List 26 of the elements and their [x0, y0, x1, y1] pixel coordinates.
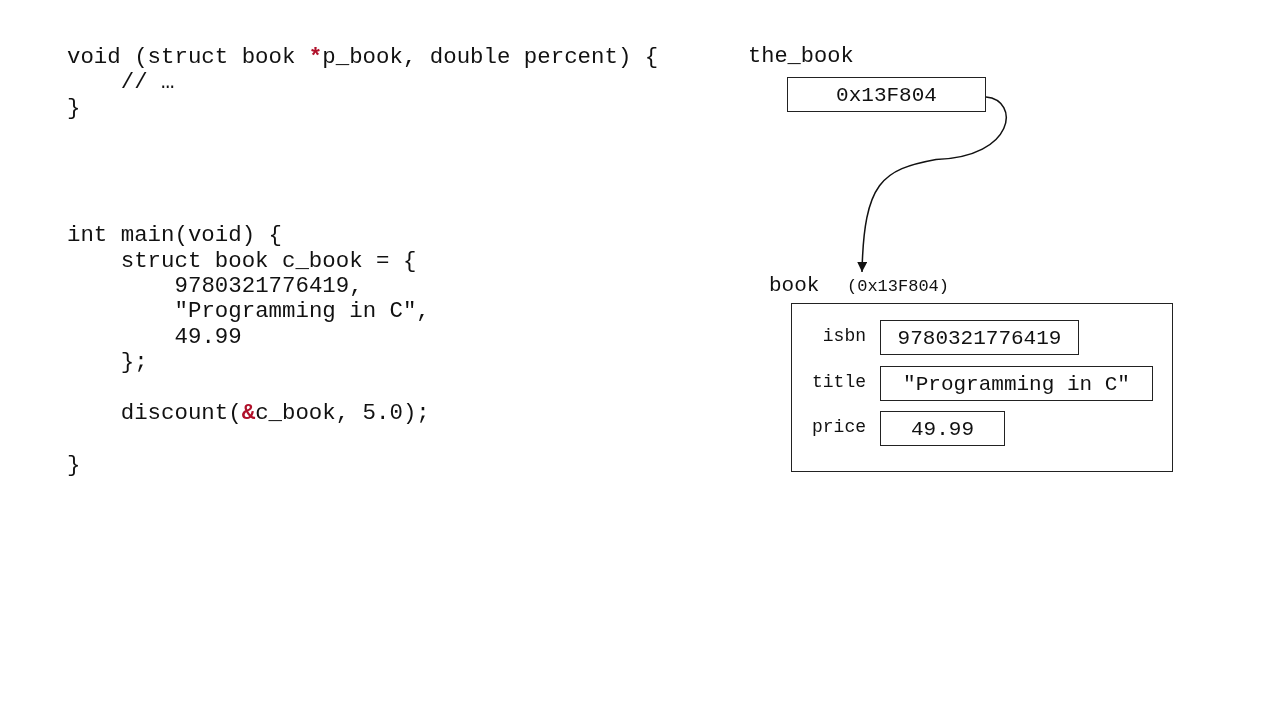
field-name: title: [812, 371, 866, 392]
code-text: 49.99: [174, 324, 242, 350]
code-text: discount(: [120, 400, 242, 426]
pointer-operator: *: [308, 44, 323, 70]
code-text: }: [67, 95, 81, 121]
arrow: [857, 96, 1007, 273]
memory-address: (0x13F804): [847, 277, 950, 296]
code-text: c_book, 5.0);: [255, 400, 430, 426]
field-name: price: [812, 416, 866, 437]
code-text: int main(void) {: [67, 222, 282, 248]
value-text: "Programming in C": [902, 372, 1131, 395]
code-text: p_book, double percent) {: [322, 44, 659, 70]
code-text: }: [67, 452, 81, 478]
value-text: 0x13F804: [835, 83, 938, 106]
code-text: };: [120, 349, 148, 375]
value-text: 49.99: [910, 417, 975, 440]
code-text: 9780321776419,: [174, 273, 363, 299]
code-text: void (struct book: [67, 44, 296, 70]
code-text: struct book c_book = {: [120, 248, 417, 274]
value-text: 9780321776419: [896, 326, 1063, 349]
variable-name: the_book: [748, 44, 854, 69]
code-comment: // …: [120, 69, 175, 95]
variable-name: book: [769, 274, 820, 297]
code-text: "Programming in C",: [174, 298, 430, 324]
address-operator: &: [241, 400, 256, 426]
field-name: isbn: [822, 325, 866, 346]
